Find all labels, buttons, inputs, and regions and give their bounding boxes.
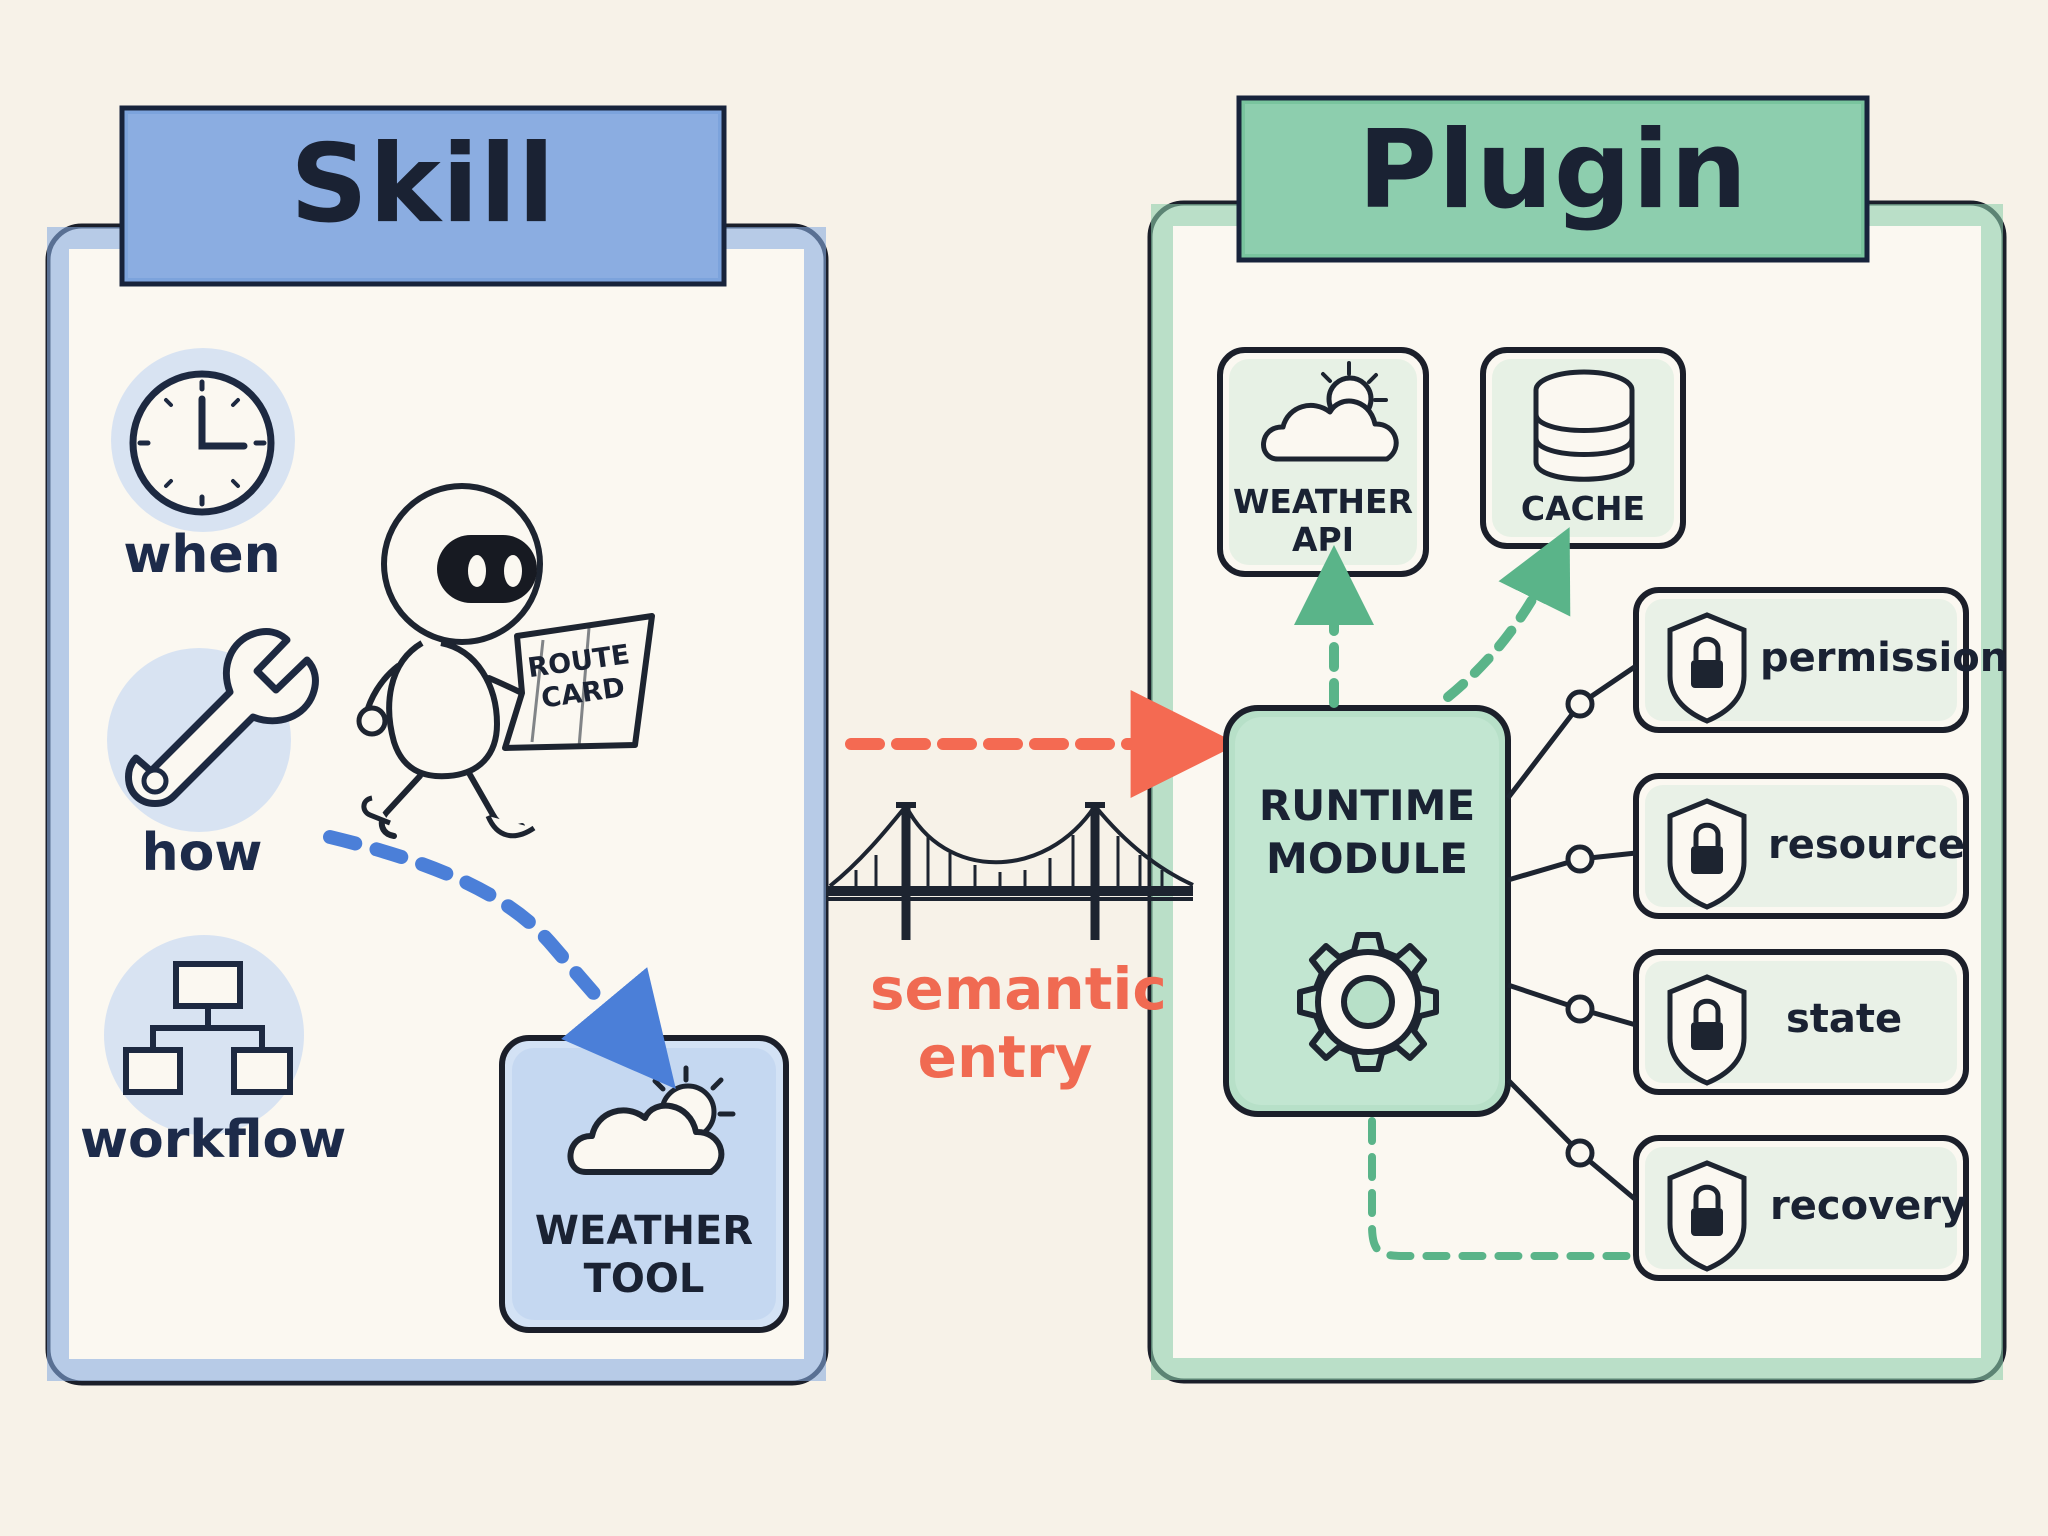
bridge-icon — [826, 802, 1194, 940]
weather-tool-label: WEATHER TOOL — [534, 1208, 754, 1302]
robot-icon — [356, 483, 543, 839]
skill-item-workflow-label: workflow — [80, 1110, 347, 1170]
permission-lock-icon — [1667, 612, 1747, 724]
semantic-entry-label: semantic entry — [870, 955, 1167, 1092]
weather-icon — [567, 1065, 736, 1175]
runtime-recovery-loop — [1368, 1117, 1639, 1260]
weather-api-icon — [1261, 361, 1399, 462]
recovery-label: recovery — [1770, 1183, 1968, 1229]
skill-title: Skill — [290, 122, 556, 247]
clock-icon — [111, 348, 295, 532]
database-icon — [1533, 369, 1635, 482]
skill-to-tool-arrow — [323, 830, 676, 1090]
gear-icon — [1297, 932, 1439, 1072]
weather-api-label: WEATHER API — [1232, 482, 1413, 559]
permission-label: permission — [1760, 635, 2009, 681]
resource-label: resource — [1768, 822, 1966, 868]
resource-lock-icon — [1667, 798, 1747, 910]
runtime-connectors — [1506, 663, 1638, 1202]
skill-item-how-label: how — [141, 823, 263, 883]
state-label: state — [1786, 996, 1903, 1042]
runtime-module-label: RUNTIME MODULE — [1258, 781, 1476, 883]
skill-item-when-label: when — [123, 525, 281, 585]
runtime-to-cache-arrow — [1443, 527, 1571, 702]
plugin-title: Plugin — [1357, 108, 1749, 233]
workflow-icon — [104, 935, 304, 1135]
state-lock-icon — [1667, 974, 1747, 1086]
wrench-icon — [107, 628, 319, 832]
route-card-map — [502, 613, 655, 751]
cache-label: CACHE — [1520, 489, 1646, 528]
recovery-lock-icon — [1667, 1160, 1747, 1272]
